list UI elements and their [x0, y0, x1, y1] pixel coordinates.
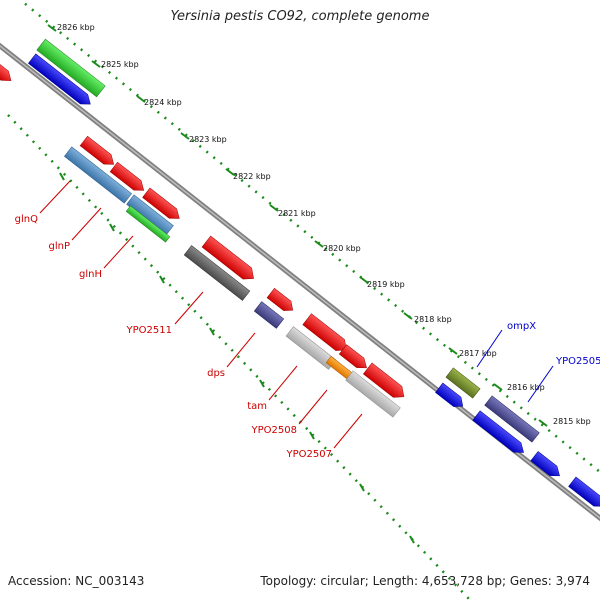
- map-title: Yersinia pestis CO92, complete genome: [170, 9, 430, 24]
- gene-arrow-blue[interactable]: [530, 451, 564, 480]
- ruler-tick: [109, 223, 115, 232]
- ruler-track-outer: [18, 0, 600, 473]
- leader-line: [333, 413, 363, 449]
- ruler-tick: [538, 419, 548, 427]
- gene-ompX-bar[interactable]: [445, 367, 481, 399]
- gene-label-YPO2505[interactable]: YPO2505: [555, 356, 600, 367]
- ruler-label: 2815 kbp: [553, 417, 591, 426]
- ruler-tick: [47, 24, 57, 32]
- ruler-label: 2820 kbp: [323, 244, 361, 253]
- gene-arrow-blue[interactable]: [472, 410, 528, 457]
- ruler-tick: [448, 347, 458, 355]
- ruler-label: 2826 kbp: [57, 23, 95, 32]
- leader-line: [476, 329, 503, 368]
- ruler-label: 2818 kbp: [414, 315, 452, 324]
- ruler-label: 2822 kbp: [233, 172, 271, 181]
- ruler-tick: [309, 431, 315, 440]
- leader-line: [71, 207, 102, 241]
- cds-arrow[interactable]: [363, 362, 408, 402]
- ruler-label: 2824 kbp: [144, 98, 182, 107]
- gene-label-dps[interactable]: dps: [207, 368, 225, 379]
- cds-arrow[interactable]: [109, 161, 147, 195]
- gene-label-glnQ[interactable]: glnQ: [15, 214, 38, 225]
- leader-line: [226, 332, 256, 368]
- cds-arrow[interactable]: [338, 344, 370, 373]
- gene-label-YPO2511[interactable]: YPO2511: [126, 325, 172, 336]
- gene-arrow-blue[interactable]: [568, 476, 600, 511]
- gene-arrow-blue[interactable]: [435, 382, 466, 411]
- ruler-label: 2819 kbp: [367, 280, 405, 289]
- ruler-label: 2825 kbp: [101, 60, 139, 69]
- gene-glnQ-bar[interactable]: [64, 146, 132, 204]
- ruler-tick: [359, 276, 369, 284]
- leader-line: [174, 291, 204, 325]
- rrna-feature[interactable]: [36, 38, 106, 98]
- ruler-tick: [493, 383, 503, 391]
- cds-arrow[interactable]: [201, 235, 258, 284]
- ruler-ticks: [47, 24, 548, 544]
- gene-label-glnP[interactable]: glnP: [49, 241, 71, 252]
- ruler-tick: [59, 172, 65, 181]
- ruler-label: 2823 kbp: [189, 135, 227, 144]
- gene-YPO2511-bar[interactable]: [183, 245, 251, 301]
- cds-arrow[interactable]: [79, 135, 117, 169]
- ruler-tick: [409, 535, 415, 544]
- gene-label-YPO2508[interactable]: YPO2508: [251, 425, 297, 436]
- ruler-tick: [269, 204, 279, 212]
- genome-summary-text: Topology: circular; Length: 4,653,728 bp…: [260, 574, 590, 588]
- gene-glnH-bar[interactable]: [125, 205, 171, 243]
- cds-arrow[interactable]: [142, 187, 183, 223]
- ruler-tick: [209, 327, 215, 336]
- gene-label-glnH[interactable]: glnH: [79, 269, 102, 280]
- gene-arrow-partial[interactable]: [0, 54, 15, 85]
- accession-text: Accession: NC_003143: [8, 574, 145, 588]
- ruler-track-inner: [7, 114, 471, 601]
- ruler-tick: [259, 379, 265, 388]
- gene-YPO2507-bar[interactable]: [345, 370, 401, 418]
- gene-dps-bar[interactable]: [253, 301, 285, 329]
- cds-arrow[interactable]: [266, 287, 296, 315]
- ruler-tick: [136, 95, 146, 103]
- gene-label-YPO2507[interactable]: YPO2507: [286, 449, 332, 460]
- ruler-tick: [180, 132, 190, 140]
- leader-line: [527, 365, 554, 403]
- leader-line: [298, 389, 328, 425]
- ruler-tick: [225, 168, 235, 176]
- gene-arrow-blue[interactable]: [28, 53, 94, 109]
- gene-label-tam[interactable]: tam: [247, 401, 267, 412]
- ruler-tick: [91, 60, 101, 68]
- ruler-tick: [359, 483, 365, 492]
- leader-line: [268, 365, 298, 401]
- ruler-tick: [159, 275, 165, 284]
- ruler-label: 2816 kbp: [507, 383, 545, 392]
- gene-YPO2505-bar[interactable]: [484, 395, 540, 443]
- leader-line: [103, 235, 134, 269]
- cds-arrow[interactable]: [302, 313, 351, 356]
- ruler-tick: [403, 312, 413, 320]
- ruler-label: 2821 kbp: [278, 209, 316, 218]
- leader-line: [39, 180, 71, 214]
- gene-label-ompX[interactable]: ompX: [507, 321, 536, 332]
- ruler-label: 2817 kbp: [459, 349, 497, 358]
- ruler-tick: [314, 240, 324, 248]
